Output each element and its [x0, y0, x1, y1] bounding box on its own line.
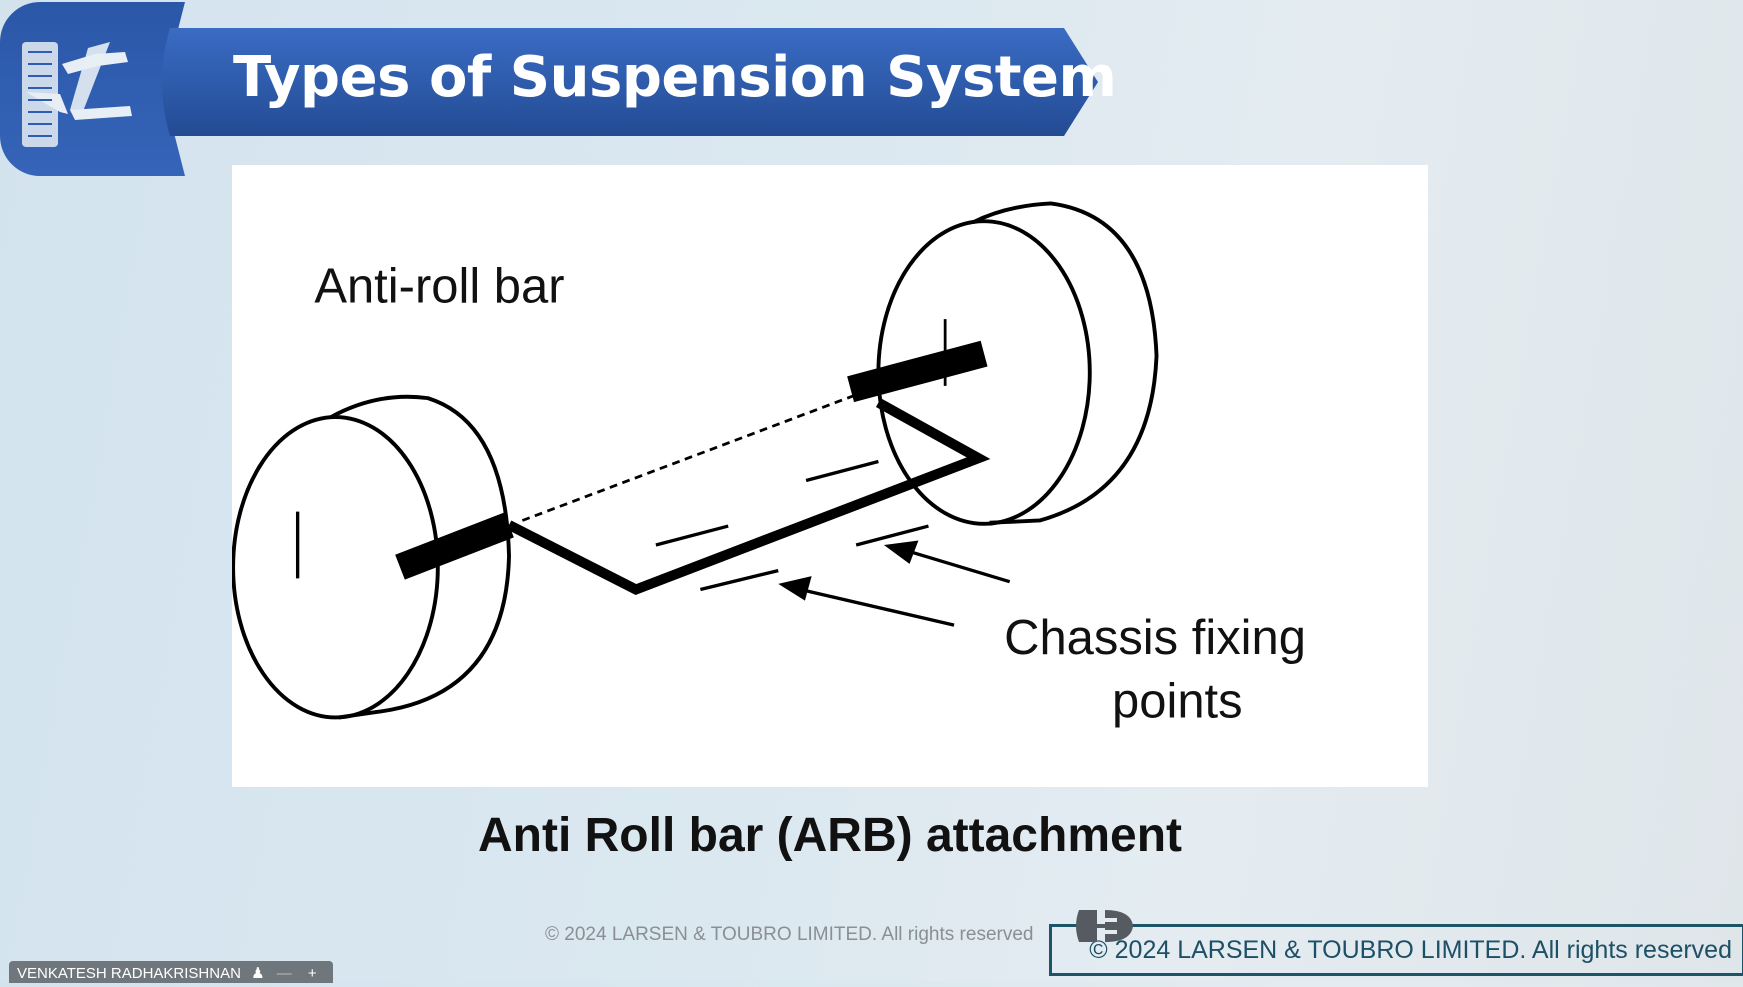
footer-copyright-boxed: © 2024 LARSEN & TOUBRO LIMITED. All righ… — [1049, 924, 1743, 976]
minimize-button[interactable]: — — [276, 965, 292, 982]
right-bar-mount — [847, 340, 988, 403]
participant-status-icon: ♟ — [251, 965, 265, 982]
diagram-caption: Anti Roll bar (ARB) attachment — [477, 809, 1182, 862]
plug-icon — [1076, 910, 1133, 942]
axle-dashed-line — [521, 393, 857, 522]
participant-name-tag[interactable]: VENKATESH RADHAKRISHNAN ♟ — + — [9, 961, 333, 983]
left-bar-mount — [395, 512, 514, 580]
arrow-head — [883, 540, 919, 564]
expand-button[interactable]: + — [307, 965, 317, 982]
anti-roll-bar-label: Anti-roll bar — [314, 259, 564, 313]
right-wheel-rim — [972, 201, 1159, 525]
arrow-line — [800, 587, 955, 627]
slide-title: Types of Suspension System — [233, 45, 1117, 110]
title-banner — [158, 28, 1098, 136]
anti-roll-bar — [506, 398, 991, 595]
chassis-label-line1: Chassis fixing — [1004, 611, 1306, 665]
suspension-icon — [22, 42, 132, 147]
arrow-line — [905, 548, 1011, 584]
arb-diagram: Anti-roll bar Chassis fixing points — [231, 165, 1428, 787]
footer-copyright-faint: © 2024 LARSEN & TOUBRO LIMITED. All righ… — [545, 924, 1034, 945]
chassis-label-line2: points — [1112, 674, 1243, 728]
left-wheel-face — [231, 415, 440, 720]
left-wheel-rim — [330, 394, 511, 720]
arrow-head — [778, 576, 812, 601]
participant-name: VENKATESH RADHAKRISHNAN — [17, 965, 241, 982]
suspension-logo — [0, 2, 185, 176]
anti-roll-bar-illustration: Anti-roll bar Chassis fixing points — [231, 201, 1306, 728]
